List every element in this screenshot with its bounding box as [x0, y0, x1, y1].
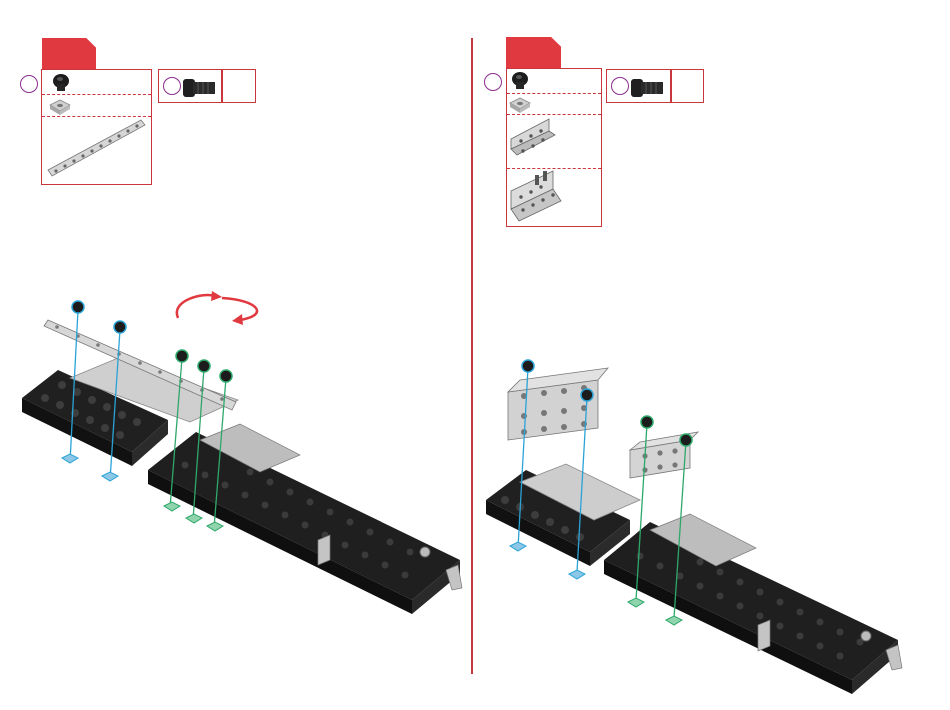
bracket-icon — [508, 368, 608, 440]
